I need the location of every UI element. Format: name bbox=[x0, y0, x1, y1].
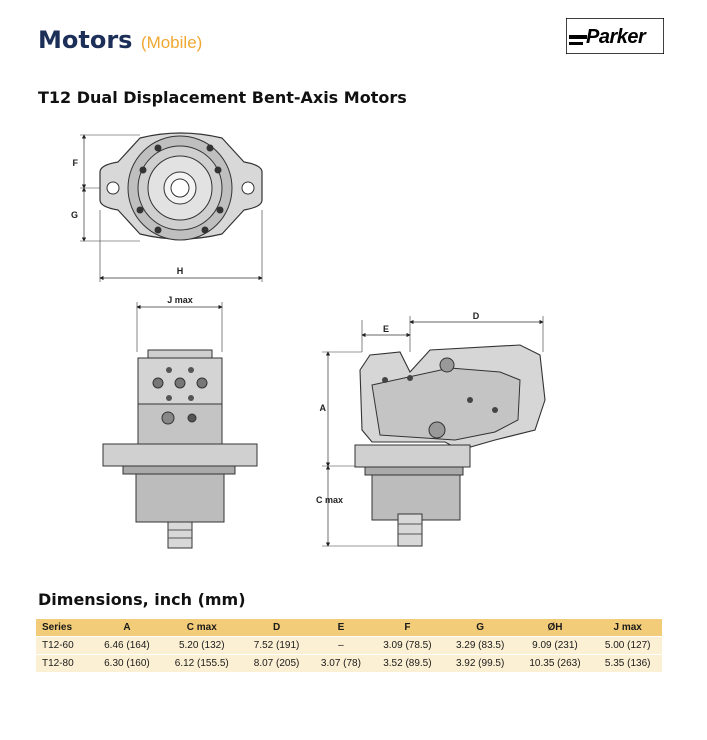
table-cell: 9.09 (231) bbox=[516, 636, 594, 655]
table-cell: 6.46 (164) bbox=[92, 636, 162, 655]
dimensions-title: Dimensions, inch (mm) bbox=[38, 590, 246, 609]
column-header: F bbox=[371, 619, 444, 637]
table-cell: 3.07 (78) bbox=[310, 654, 372, 672]
table-row: T12-60 6.46 (164) 5.20 (132) 7.52 (191) … bbox=[36, 636, 662, 655]
table-cell: 3.09 (78.5) bbox=[371, 636, 444, 655]
column-header: J max bbox=[593, 619, 662, 637]
table-cell: 10.35 (263) bbox=[516, 654, 594, 672]
section-title: T12 Dual Displacement Bent-Axis Motors bbox=[38, 88, 407, 107]
page-title: Motors bbox=[38, 26, 133, 54]
dim-label-d: D bbox=[473, 311, 480, 321]
top-view: F G H bbox=[71, 132, 263, 282]
dim-label-f: F bbox=[73, 158, 79, 168]
dimensions-table: Series A C max D E F G ØH J max T12-60 6… bbox=[36, 619, 662, 672]
table-cell: 5.00 (127) bbox=[593, 636, 662, 655]
page-header: Motors (Mobile) bbox=[38, 26, 202, 54]
column-header: D bbox=[242, 619, 311, 637]
table-cell: 3.29 (83.5) bbox=[443, 636, 517, 655]
dim-label-j: J max bbox=[167, 295, 193, 305]
dim-label-a: A bbox=[320, 403, 327, 413]
table-cell: 7.52 (191) bbox=[242, 636, 311, 655]
motor-dimension-drawing: F G H J max bbox=[71, 132, 546, 549]
table-cell: T12-60 bbox=[36, 636, 93, 655]
column-header: E bbox=[310, 619, 372, 637]
table-cell: 5.20 (132) bbox=[161, 636, 243, 655]
column-header: Series bbox=[36, 619, 93, 637]
column-header: ØH bbox=[516, 619, 594, 637]
parker-logo: Parker bbox=[566, 18, 664, 54]
column-header: A bbox=[92, 619, 162, 637]
table-cell: 3.52 (89.5) bbox=[371, 654, 444, 672]
page-subtitle: (Mobile) bbox=[140, 33, 203, 52]
dim-label-c: C max bbox=[316, 495, 343, 505]
table-cell: 5.35 (136) bbox=[593, 654, 662, 672]
table-cell: 8.07 (205) bbox=[242, 654, 311, 672]
table-cell: 6.30 (160) bbox=[92, 654, 162, 672]
brand-name: Parker bbox=[586, 26, 646, 48]
table-header-row: Series A C max D E F G ØH J max bbox=[36, 619, 662, 637]
dim-label-g: G bbox=[71, 210, 78, 220]
front-view: J max bbox=[102, 295, 258, 549]
table-cell: 3.92 (99.5) bbox=[443, 654, 517, 672]
table-cell: 6.12 (155.5) bbox=[161, 654, 243, 672]
column-header: C max bbox=[161, 619, 243, 637]
side-view: E D A C max bbox=[316, 311, 546, 547]
table-row: T12-80 6.30 (160) 6.12 (155.5) 8.07 (205… bbox=[36, 654, 662, 672]
column-header: G bbox=[443, 619, 517, 637]
dim-label-h: H bbox=[177, 266, 184, 276]
dim-label-e: E bbox=[383, 324, 389, 334]
table-cell: – bbox=[310, 636, 372, 655]
table-cell: T12-80 bbox=[36, 654, 93, 672]
